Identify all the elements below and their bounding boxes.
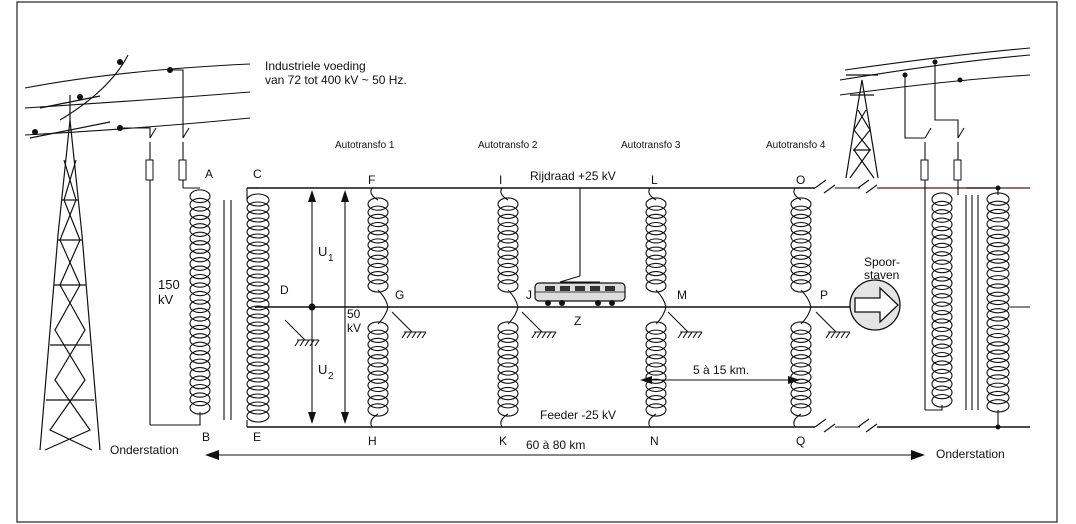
- primary-voltage-unit: kV: [158, 292, 174, 307]
- point-h-label: H: [368, 434, 377, 448]
- voltage-arrows: [308, 190, 349, 424]
- secondary-voltage-unit: kV: [347, 321, 361, 335]
- point-e-label: E: [253, 430, 261, 444]
- right-substation-windings: [931, 185, 1010, 413]
- line-break-marks: [814, 179, 1030, 433]
- point-i-label: I: [499, 173, 502, 187]
- left-substation-label: Onderstation: [110, 443, 179, 457]
- point-z-label: Z: [574, 314, 581, 328]
- page-border: [16, 1, 1058, 523]
- right-secondary-coil: [986, 192, 1010, 413]
- autotransfo-4-upper-coil: [790, 197, 812, 293]
- right-pylon-icon: [839, 47, 1031, 430]
- point-p-label: P: [820, 288, 828, 302]
- u2-label: U: [318, 362, 327, 377]
- point-d-label: D: [280, 283, 289, 297]
- autotransfo-1-upper-coil: [367, 197, 389, 293]
- left-secondary-coil: [246, 193, 270, 423]
- u1-label: U: [318, 244, 327, 259]
- rails-label-line1: Spoor-: [864, 255, 900, 269]
- autotransfo-3-label: Autotransfo 3: [621, 140, 681, 151]
- left-pylon-icon: [24, 54, 251, 451]
- ground-symbols: [284, 311, 851, 347]
- right-substation-label: Onderstation: [936, 447, 1005, 461]
- point-f-label: F: [368, 173, 375, 187]
- substation-spacing-arrow: [205, 450, 925, 460]
- point-o-label: O: [796, 173, 805, 187]
- autotransfo-4-lower-coil: [790, 321, 812, 417]
- primary-voltage-label: 150: [158, 277, 180, 292]
- train-icon: [534, 188, 626, 306]
- rails-return-icon: [849, 279, 901, 331]
- point-g-label: G: [395, 288, 404, 302]
- supply-title-line2: van 72 tot 400 kV ~ 50 Hz.: [265, 73, 407, 87]
- feeder-label: Feeder -25 kV: [540, 408, 616, 422]
- point-k-label: K: [499, 434, 507, 448]
- autotransfo-4-label: Autotransfo 4: [766, 140, 826, 151]
- right-primary-coil: [931, 192, 953, 408]
- point-b-label: B: [202, 430, 210, 444]
- autotransfo-2-lower-coil: [497, 321, 519, 417]
- autotransfo-1-label: Autotransfo 1: [335, 140, 395, 151]
- autotransfo-3-upper-coil: [645, 197, 667, 293]
- point-l-label: L: [651, 173, 658, 187]
- point-j-label: J: [526, 288, 532, 302]
- autotransfo-spacing-label: 5 à 15 km.: [693, 363, 749, 377]
- autotransfo-2-upper-coil: [497, 197, 519, 293]
- supply-title-line1: Industriele voeding: [265, 59, 366, 73]
- left-feed-switches: [120, 69, 201, 426]
- contact-wire-label: Rijdraad +25 kV: [530, 169, 616, 183]
- substation-spacing-label: 60 à 80 km: [526, 438, 585, 452]
- secondary-voltage-label: 50: [347, 307, 361, 321]
- u2-subscript: 2: [328, 371, 334, 382]
- autotransfo-2-label: Autotransfo 2: [478, 140, 538, 151]
- autotransfo-spacing-arrow: [640, 376, 800, 384]
- left-primary-coil: [189, 189, 211, 415]
- point-c-label: C: [253, 167, 262, 181]
- u1-subscript: 1: [328, 253, 334, 264]
- autotransfo-3-lower-coil: [645, 321, 667, 417]
- left-primary-winding: [183, 187, 211, 415]
- point-n-label: N: [650, 434, 659, 448]
- point-m-label: M: [677, 288, 687, 302]
- autotransfo-1-lower-coil: [367, 321, 389, 417]
- point-q-label: Q: [796, 434, 805, 448]
- rails-label-line2: staven: [864, 268, 899, 282]
- autotransformer-coils: [367, 187, 812, 428]
- point-a-label: A: [205, 167, 213, 181]
